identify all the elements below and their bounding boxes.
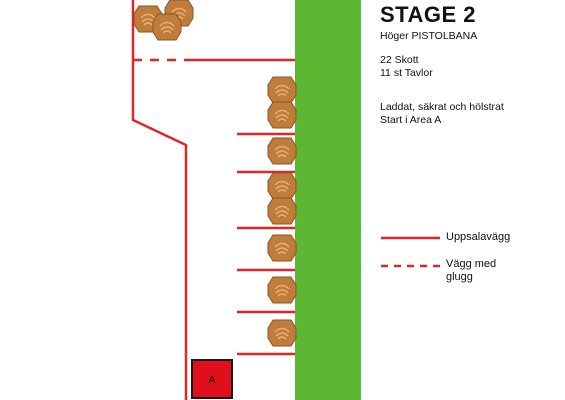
target [267, 172, 297, 200]
target [267, 319, 297, 347]
legend-solid-label: Uppsalavägg [446, 231, 511, 243]
stage-title: STAGE 2 [380, 2, 477, 27]
start-area-label: A [209, 375, 216, 386]
target [267, 234, 297, 262]
target [267, 101, 297, 129]
target-count: 11 st Tavlor [380, 67, 433, 79]
legend-dashed-label-line2: glugg [446, 271, 473, 283]
start-area-box [191, 359, 233, 399]
target [267, 197, 297, 225]
start-condition: Laddat, säkrat och hölstrat [380, 101, 504, 113]
shot-count: 22 Skott [380, 54, 419, 66]
legend-dashed-label-line1: Vägg med [446, 258, 497, 270]
start-position: Start i Area A [380, 114, 442, 126]
target [152, 13, 182, 41]
range-name: Höger PISTOLBANA [380, 30, 478, 42]
back-berm [295, 0, 361, 400]
target [267, 137, 297, 165]
target [267, 76, 297, 104]
target [267, 276, 297, 304]
